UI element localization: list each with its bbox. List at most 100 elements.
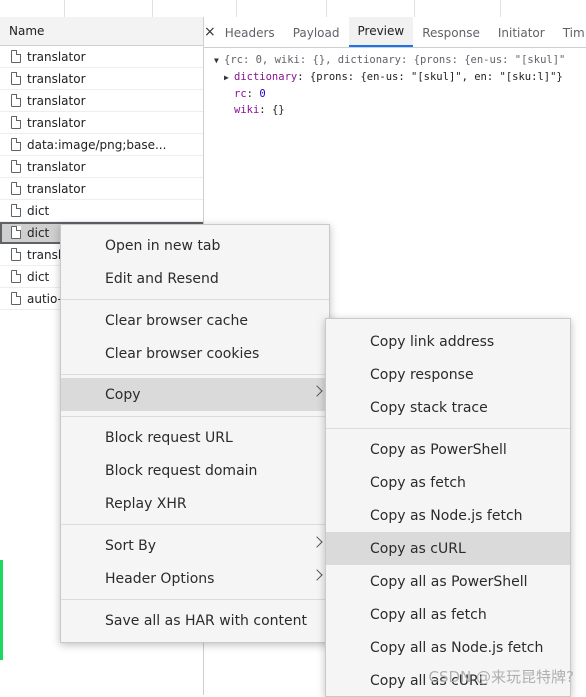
menu-separator xyxy=(61,599,329,600)
wiki-value: {} xyxy=(271,104,285,116)
chevron-right-icon xyxy=(311,385,323,397)
details-tabbar: × Headers Payload Preview Response Initi… xyxy=(204,17,586,48)
watermark: CSDN @来玩昆特牌? xyxy=(428,668,575,686)
menu-item-label: Sort By xyxy=(105,537,157,554)
top-toolbar-strip xyxy=(0,0,586,18)
context-menu: Open in new tab Edit and Resend Clear br… xyxy=(60,224,330,643)
submenu-item-label: Copy response xyxy=(370,366,474,383)
menu-item-copy[interactable]: Copy xyxy=(61,378,329,411)
submenu-item-copy-as-nodejs-fetch[interactable]: Copy as Node.js fetch xyxy=(326,499,570,532)
request-row[interactable]: translator xyxy=(0,156,203,178)
request-name: transl xyxy=(27,247,62,262)
menu-item-block-request-domain[interactable]: Block request domain xyxy=(61,454,329,487)
menu-item-save-all-as-har[interactable]: Save all as HAR with content xyxy=(61,604,329,637)
submenu-item-label: Copy all as Node.js fetch xyxy=(370,639,544,656)
file-icon xyxy=(11,138,21,151)
wiki-key: wiki xyxy=(234,104,260,116)
menu-item-replay-xhr[interactable]: Replay XHR xyxy=(61,487,329,520)
preview-root[interactable]: ▼ {rc: 0, wiki: {}, dictionary: {prons: {… xyxy=(214,52,586,69)
request-name: autio- xyxy=(27,291,62,306)
tab-response[interactable]: Response xyxy=(422,25,480,40)
file-icon xyxy=(11,116,21,129)
expand-triangle-icon[interactable]: ▶ xyxy=(224,73,229,82)
submenu-item-copy-link-address[interactable]: Copy link address xyxy=(326,325,570,358)
submenu-item-label: Copy as PowerShell xyxy=(370,441,507,458)
name-column-header[interactable]: Name xyxy=(0,17,203,46)
tab-headers[interactable]: Headers xyxy=(224,25,275,40)
file-icon xyxy=(11,226,21,239)
tab-preview[interactable]: Preview xyxy=(348,17,414,47)
submenu-item-copy-as-powershell[interactable]: Copy as PowerShell xyxy=(326,433,570,466)
request-name: dict xyxy=(27,269,50,284)
submenu-item-copy-all-as-nodejs-fetch[interactable]: Copy all as Node.js fetch xyxy=(326,631,570,664)
name-column-label: Name xyxy=(9,24,45,38)
request-row[interactable]: translator xyxy=(0,178,203,200)
preview-dictionary[interactable]: ▶dictionary: {prons: {en-us: "[skul]", e… xyxy=(214,69,586,86)
close-icon[interactable]: × xyxy=(204,24,216,40)
copy-submenu: Copy link address Copy response Copy sta… xyxy=(325,318,571,697)
menu-item-sort-by[interactable]: Sort By xyxy=(61,529,329,562)
submenu-item-label: Copy link address xyxy=(370,333,495,350)
menu-item-clear-browser-cookies[interactable]: Clear browser cookies xyxy=(61,337,329,370)
rc-value: 0 xyxy=(259,88,266,100)
request-row[interactable]: data:image/png;base... xyxy=(0,134,203,156)
submenu-item-copy-as-fetch[interactable]: Copy as fetch xyxy=(326,466,570,499)
submenu-item-copy-all-as-curl[interactable]: Copy all as cURL xyxy=(326,664,570,697)
request-row[interactable]: translator xyxy=(0,46,203,68)
request-name: translator xyxy=(27,115,86,130)
file-icon xyxy=(11,248,21,261)
menu-item-label: Clear browser cache xyxy=(105,312,248,329)
menu-item-block-request-url[interactable]: Block request URL xyxy=(61,421,329,454)
chevron-right-icon xyxy=(311,569,323,581)
request-row[interactable]: dict xyxy=(0,200,203,222)
menu-item-label: Replay XHR xyxy=(105,495,187,512)
menu-item-label: Copy xyxy=(105,386,141,403)
menu-separator xyxy=(61,524,329,525)
rc-key: rc xyxy=(234,88,247,100)
submenu-item-label: Copy as fetch xyxy=(370,474,466,491)
submenu-item-label: Copy all as cURL xyxy=(370,672,487,689)
preview-rc: rc: 0 xyxy=(234,88,266,100)
menu-item-open-in-new-tab[interactable]: Open in new tab xyxy=(61,229,329,262)
submenu-item-label: Copy all as PowerShell xyxy=(370,573,528,590)
request-name: translator xyxy=(27,93,86,108)
menu-separator xyxy=(61,374,329,375)
file-icon xyxy=(11,182,21,195)
request-name: translator xyxy=(27,49,86,64)
submenu-item-copy-stack-trace[interactable]: Copy stack trace xyxy=(326,391,570,424)
dictionary-key: dictionary xyxy=(234,71,298,83)
file-icon xyxy=(11,204,21,217)
preview-wiki: wiki: {} xyxy=(234,104,285,116)
submenu-item-copy-as-curl[interactable]: Copy as cURL xyxy=(326,532,570,565)
request-row[interactable]: translator xyxy=(0,90,203,112)
menu-item-label: Header Options xyxy=(105,570,215,587)
menu-item-edit-and-resend[interactable]: Edit and Resend xyxy=(61,262,329,295)
collapse-triangle-icon[interactable]: ▼ xyxy=(214,56,219,65)
menu-item-label: Clear browser cookies xyxy=(105,345,260,362)
request-name: translator xyxy=(27,181,86,196)
menu-item-clear-browser-cache[interactable]: Clear browser cache xyxy=(61,304,329,337)
menu-item-label: Block request domain xyxy=(105,462,258,479)
side-marker xyxy=(0,560,3,660)
root-summary: {rc: 0, wiki: {}, dictionary: {prons: {e… xyxy=(224,54,566,66)
request-name: translator xyxy=(27,71,86,86)
submenu-item-copy-all-as-powershell[interactable]: Copy all as PowerShell xyxy=(326,565,570,598)
request-row[interactable]: translator xyxy=(0,112,203,134)
tab-timing[interactable]: Tim xyxy=(562,25,585,40)
submenu-item-copy-response[interactable]: Copy response xyxy=(326,358,570,391)
menu-separator xyxy=(326,428,570,429)
menu-separator xyxy=(61,299,329,300)
request-name: dict xyxy=(27,203,50,218)
request-name: dict xyxy=(27,225,50,240)
submenu-item-copy-all-as-fetch[interactable]: Copy all as fetch xyxy=(326,598,570,631)
request-row[interactable]: translator xyxy=(0,68,203,90)
tab-initiator[interactable]: Initiator xyxy=(497,25,545,40)
dictionary-value: {prons: {en-us: "[skul]", en: "[sku:l]"} xyxy=(309,71,563,83)
tab-payload[interactable]: Payload xyxy=(292,25,340,40)
file-icon xyxy=(11,94,21,107)
menu-item-label: Save all as HAR with content xyxy=(105,612,307,629)
menu-separator xyxy=(61,416,329,417)
file-icon xyxy=(11,50,21,63)
file-icon xyxy=(11,160,21,173)
menu-item-header-options[interactable]: Header Options xyxy=(61,562,329,595)
